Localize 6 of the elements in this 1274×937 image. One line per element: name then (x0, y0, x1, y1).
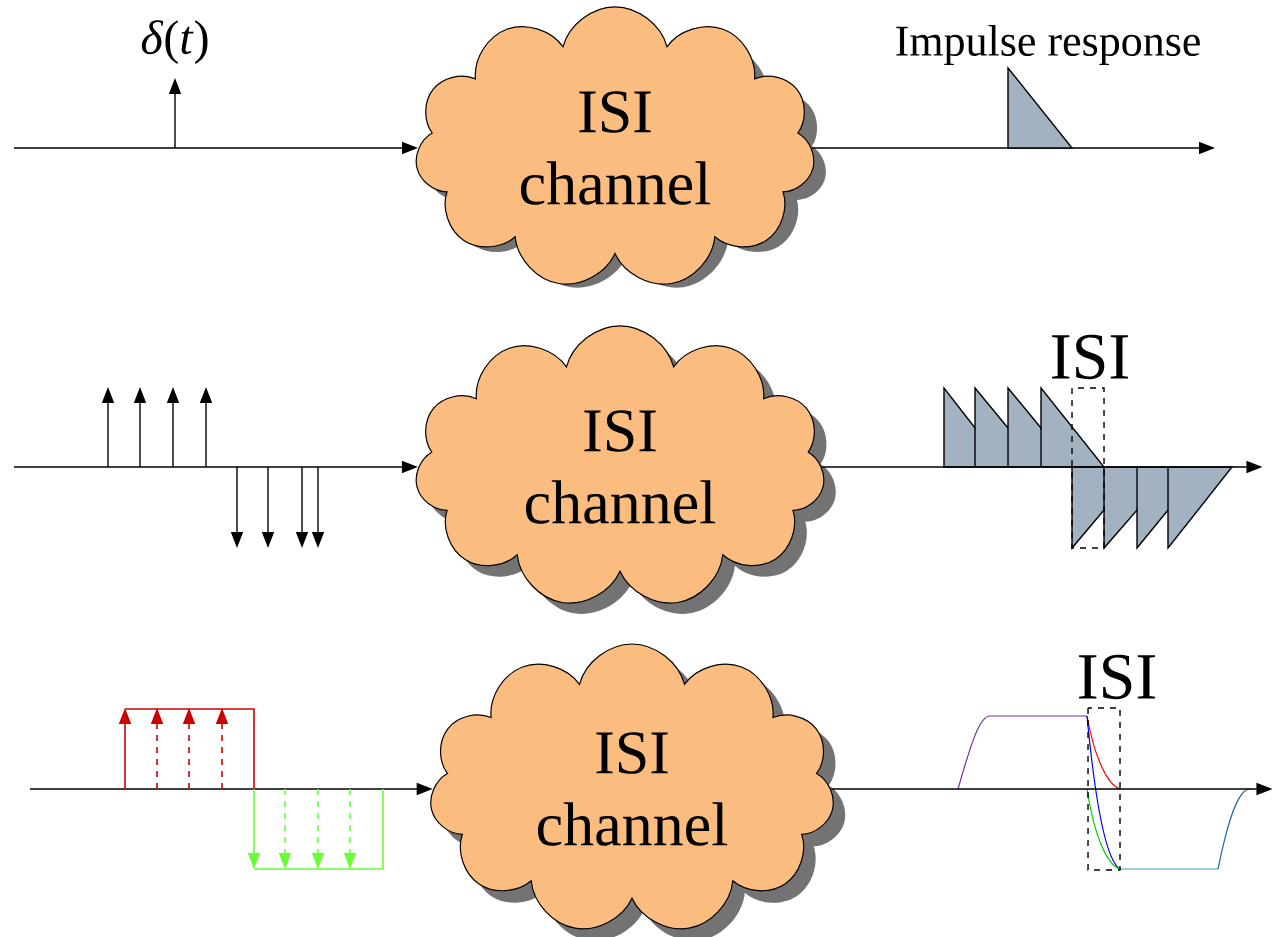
label: ISI (1079, 654, 1155, 700)
label: Impulse response (896, 25, 1200, 65)
cloud: ISI channel (415, 325, 836, 614)
cloud: ISI channel (430, 643, 846, 937)
label: δ(t) (141, 20, 208, 64)
cloud: ISI channel (415, 6, 826, 288)
